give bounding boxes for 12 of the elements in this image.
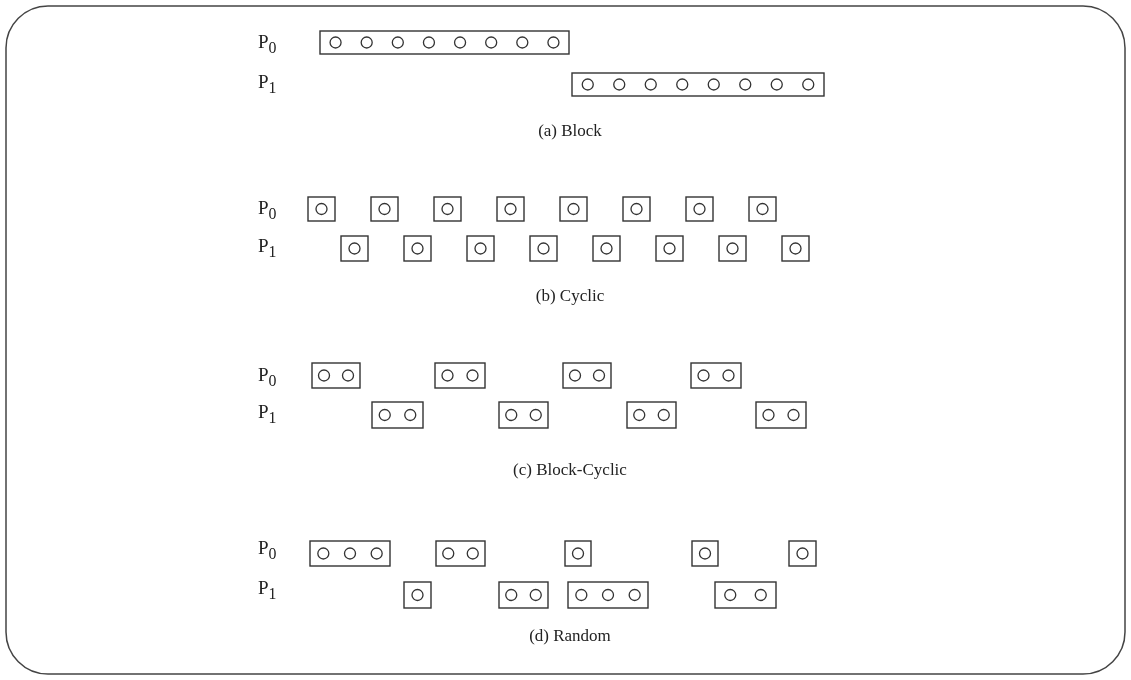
panel-caption: (a) Block [538, 122, 602, 139]
processor-label: P$_{0}$ [258, 538, 277, 562]
panel-caption: (b) Cyclic [535, 287, 605, 304]
processor-label: P$_{1}$ [258, 236, 277, 260]
processor-label: P$_{1}$ [258, 578, 277, 602]
processor-label: P$_{1}$ [258, 72, 277, 96]
processor-label: P$_{0}$ [258, 198, 277, 222]
processor-label: P$_{0}$ [258, 365, 277, 389]
panel-caption: (c) Block-Cyclic [513, 461, 627, 478]
processor-label: P$_{1}$ [258, 402, 277, 426]
processor-label: P$_{0}$ [258, 32, 277, 56]
panel-caption: (d) Random [529, 627, 611, 644]
